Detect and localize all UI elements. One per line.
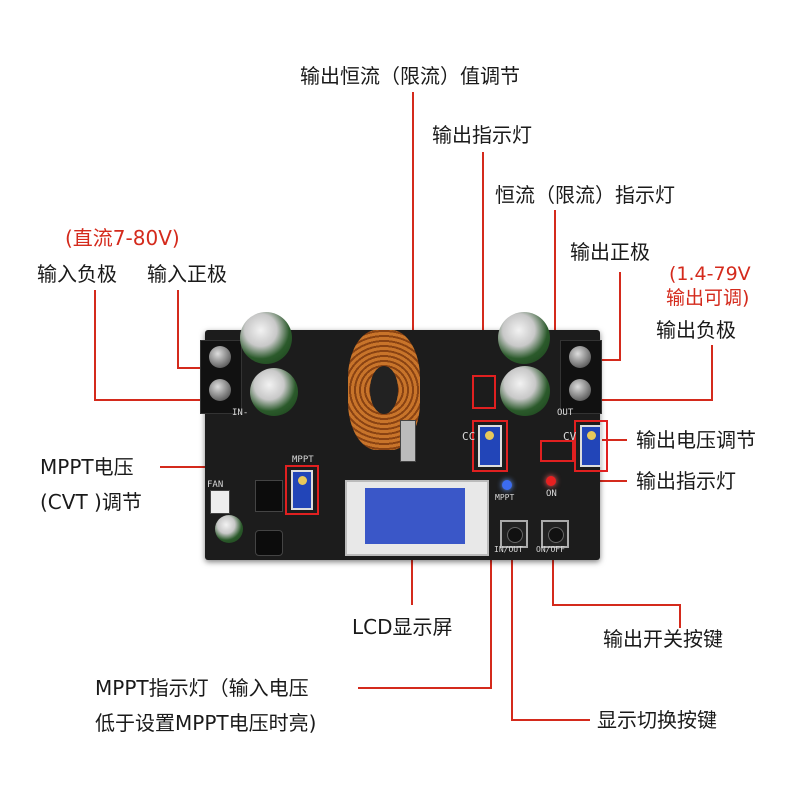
silk-mppt: MPPT xyxy=(292,455,314,465)
current-limit-potentiometer[interactable] xyxy=(478,425,502,467)
label-output-indicator-right: 输出指示灯 xyxy=(636,469,736,493)
output-voltage-potentiometer[interactable] xyxy=(580,425,602,467)
silk-cc: CC xyxy=(462,430,476,443)
line-output-negative xyxy=(585,345,713,401)
line-output-switch xyxy=(552,553,681,628)
mppt-pot-highlight xyxy=(285,465,319,515)
label-output-switch-key: 输出开关按键 xyxy=(603,627,723,651)
input-negative-screw xyxy=(209,379,231,401)
label-input-negative: 输入负极 xyxy=(37,262,117,286)
silk-on: ON xyxy=(546,489,557,499)
lcd-display xyxy=(345,480,489,556)
label-output-positive: 输出正极 xyxy=(570,240,650,264)
silk-on-off: ON/OFF xyxy=(536,545,565,554)
small-inductor xyxy=(255,530,283,556)
silk-fan: FAN xyxy=(207,480,224,490)
output-capacitor-2 xyxy=(500,366,550,416)
output-positive-screw xyxy=(569,346,591,368)
label-output-negative: 输出负极 xyxy=(656,318,736,342)
silk-in-minus: IN- xyxy=(232,408,249,418)
output-negative-screw xyxy=(569,379,591,401)
silk-out: OUT xyxy=(557,408,574,418)
label-display-switch-key: 显示切换按键 xyxy=(597,708,717,732)
output-indicator-led xyxy=(546,476,556,486)
input-positive-screw xyxy=(209,346,231,368)
label-input-range: (直流7-80V) xyxy=(65,226,180,250)
mppt-voltage-potentiometer[interactable] xyxy=(291,470,313,510)
label-lcd-screen: LCD显示屏 xyxy=(352,615,453,639)
label-mppt-indicator-line2: 低于设置MPPT电压时亮) xyxy=(95,711,317,735)
mppt-indicator-led xyxy=(502,480,512,490)
line-input-negative xyxy=(94,290,200,401)
label-output-voltage-adjust: 输出电压调节 xyxy=(636,428,756,452)
label-mppt-voltage: MPPT电压 xyxy=(40,455,134,479)
label-output-adjustable: 输出可调) xyxy=(666,287,750,309)
input-capacitor-1 xyxy=(240,312,292,364)
label-output-range: (1.4-79V xyxy=(669,263,751,285)
label-mppt-indicator-line1: MPPT指示灯（输入电压 xyxy=(95,676,309,700)
mosfet-chip xyxy=(255,480,283,512)
cc-pot-highlight xyxy=(472,420,508,472)
cc-indicator-highlight xyxy=(540,440,574,462)
silk-mppt-led: MPPT xyxy=(495,493,515,502)
output-indicator-highlight xyxy=(472,375,496,409)
line-display-switch xyxy=(511,553,590,721)
label-cvt-adjust: (CVT )调节 xyxy=(40,490,142,514)
sense-resistor xyxy=(400,420,416,462)
label-current-limit-adjust: 输出恒流（限流）值调节 xyxy=(300,64,520,88)
silk-in-out: IN/OUT xyxy=(494,545,523,554)
display-switch-button[interactable] xyxy=(500,520,528,548)
fan-connector xyxy=(210,490,230,514)
output-capacitor-1 xyxy=(498,312,550,364)
output-switch-button[interactable] xyxy=(541,520,569,548)
lcd-screen xyxy=(365,488,465,544)
line-input-positive xyxy=(177,290,200,369)
label-cc-indicator: 恒流（限流）指示灯 xyxy=(495,183,675,207)
fan-capacitor xyxy=(215,515,243,543)
cv-pot-highlight xyxy=(574,420,608,472)
input-capacitor-2 xyxy=(250,368,298,416)
label-output-indicator-top: 输出指示灯 xyxy=(432,123,532,147)
label-input-positive: 输入正极 xyxy=(147,262,227,286)
silk-cv: CV xyxy=(563,430,577,443)
